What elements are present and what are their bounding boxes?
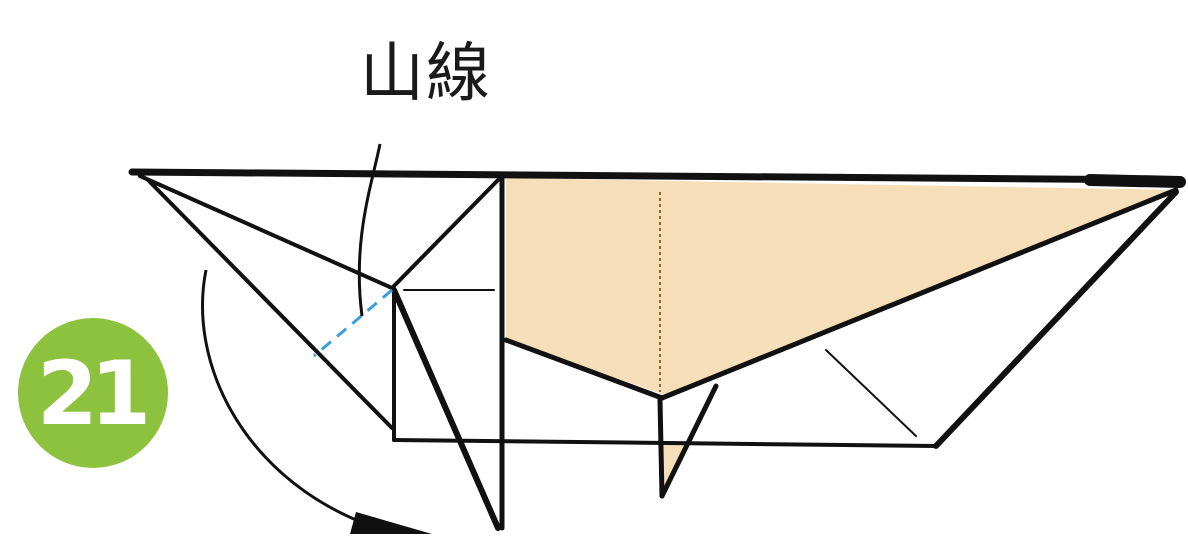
left-flap-to-center bbox=[390, 176, 502, 290]
label-leader-line bbox=[357, 143, 382, 317]
white-lower-flap bbox=[396, 190, 1176, 444]
mountain-fold-label: 山線 bbox=[360, 37, 492, 111]
top-right-edge-thick bbox=[1084, 174, 1186, 188]
lower-flap-right bbox=[933, 189, 1179, 449]
step-number-badge: 21 bbox=[18, 318, 168, 468]
diagram-outline bbox=[128, 168, 1186, 531]
top-edge bbox=[128, 168, 1184, 184]
step-number-text: 21 bbox=[36, 341, 152, 445]
fold-arrow-curve bbox=[201, 269, 357, 522]
left-flap-outer bbox=[138, 174, 394, 290]
lower-flap-bottom bbox=[392, 438, 938, 448]
fold-arrow-head bbox=[350, 512, 432, 534]
left-flap-lower bbox=[146, 178, 394, 430]
point-left-edge bbox=[657, 397, 665, 499]
lower-right-crease bbox=[825, 349, 917, 437]
colored-panel-lower-left bbox=[503, 337, 665, 401]
point-right-edge bbox=[659, 383, 719, 499]
flap-diagonal-long bbox=[391, 287, 501, 531]
colored-paper-region bbox=[506, 178, 1176, 395]
mountain-fold-line bbox=[313, 288, 393, 358]
colored-panel-lower-right bbox=[659, 187, 1179, 401]
